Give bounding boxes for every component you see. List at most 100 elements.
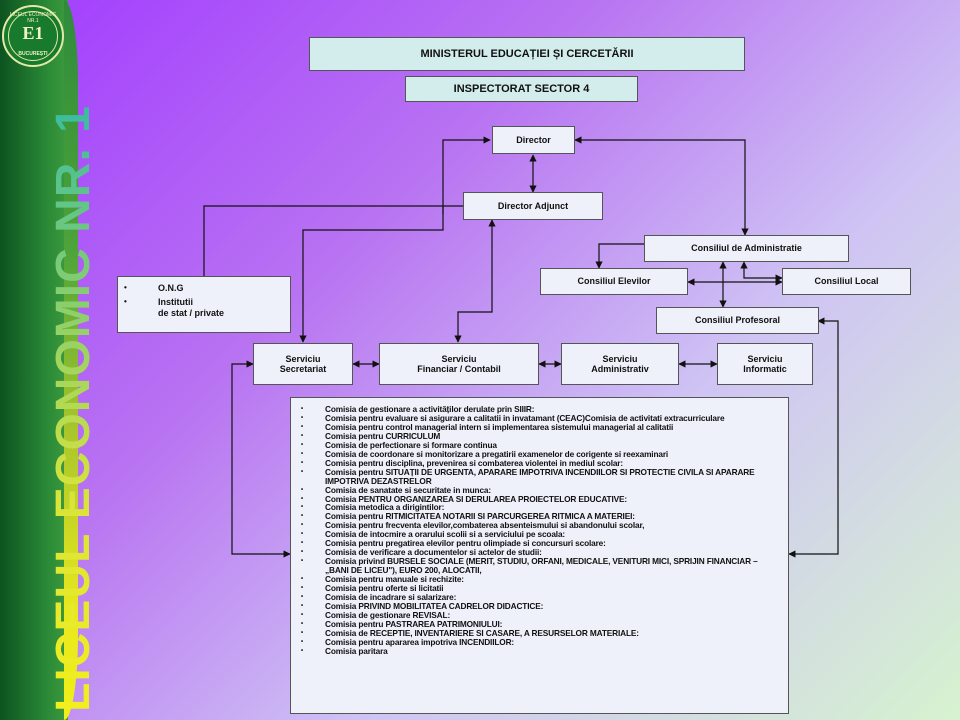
bullet: •: [301, 423, 303, 430]
commission-item: • Comisia pentru apararea impotriva INCEN…: [301, 636, 782, 647]
bullet: •: [301, 504, 303, 511]
commission-item: • Comisia metodica a dirigintilor:: [301, 503, 782, 512]
bullet: •: [301, 638, 303, 645]
commission-text: Comisia pentru evaluare si asigurare a c…: [325, 412, 725, 423]
logo-top-text: LICEUL ECONOMIC NR.1: [9, 12, 57, 24]
commission-item: •Comisia pentru frecventa elevilor,comba…: [301, 521, 782, 530]
bullet: •: [301, 602, 303, 609]
bullet: •: [301, 486, 303, 493]
commission-text: Comisia de gestionare REVISAL:: [325, 609, 451, 620]
commission-text: Comisia de sanatate si securitate in mun…: [325, 484, 492, 495]
commission-text: Comisia de intocmire a orarului scolii s…: [325, 529, 566, 540]
line-secretariat-commissions: [231, 360, 291, 558]
bullet: •: [301, 620, 303, 627]
commission-text: Comisia pentru manuale si rechizite:: [325, 574, 464, 585]
line-admin-student: [595, 243, 644, 269]
commission-item: • Comisia de perfectionare si formare con…: [301, 439, 782, 450]
teachers-council-box: Consiliul Profesoral: [656, 307, 819, 334]
commission-text: Comisia de perfectionare si formare cont…: [325, 439, 497, 450]
commissions-box: • Comisia de gestionare a activităților d…: [290, 397, 789, 714]
commission-text: Comisia PENTRU ORGANIZAREA SI DERULAREA …: [325, 493, 628, 504]
commission-text: Comisia pentru disciplina, prevenirea si…: [325, 457, 623, 468]
bullet: •: [301, 558, 303, 565]
bullet: •: [301, 495, 303, 502]
bullet: •: [301, 594, 303, 601]
commission-item: • Comisia pentru RITMICITATEA NOTARII SI …: [301, 512, 782, 521]
deputy-director-box: Director Adjunct: [463, 192, 603, 220]
line-director-admin-council: [574, 136, 749, 236]
commission-item: • Comisia de intocmire a orarului scolii …: [301, 530, 782, 539]
service-financial-box: Serviciu Financiar / Contabil: [379, 343, 539, 385]
commission-text: Comisia pentru frecventa elevilor,combat…: [325, 520, 645, 531]
commission-item: • Comisia pentru manuale si rechizite:: [301, 575, 782, 584]
bullet: •: [124, 283, 127, 292]
commission-item: • Comisia de sanatate si securitate in mu…: [301, 484, 782, 495]
commission-item: • Comisia pentru control managerial inter…: [301, 421, 782, 432]
external-item: • O.N.G: [124, 283, 290, 293]
commission-item: • Comisia PENTRU ORGANIZAREA SI DERULAREA…: [301, 493, 782, 504]
bullet: •: [301, 585, 303, 592]
commission-item: •Comisia de verificare a documentelor si…: [301, 548, 782, 557]
service-administrative-box: Serviciu Administrativ: [561, 343, 679, 385]
bullet: •: [301, 459, 303, 466]
commission-text: Comisia privind BURSELE SOCIALE (MERIT, …: [325, 556, 758, 576]
commission-text: Comisia pentru control managerial intern…: [325, 421, 674, 432]
external-item-text: O.N.G: [158, 283, 184, 293]
logo-bottom-text: BUCUREȘTI: [18, 51, 48, 57]
bullet: •: [301, 432, 303, 439]
bullet: •: [301, 406, 303, 412]
commission-item: • Comisia pentru oferte si licitatii: [301, 584, 782, 593]
director-box: Director: [492, 126, 575, 154]
commission-item: • Comisia paritara: [301, 645, 782, 656]
bullet: •: [124, 297, 127, 307]
ministry-box: MINISTERUL EDUCAȚIEI ȘI CERCETĂRII: [309, 37, 745, 71]
commission-item: •Comisia pentru evaluare si asigurare a …: [301, 412, 782, 423]
commission-text: Comisia pentru pregatirea elevilor pentr…: [325, 538, 606, 549]
school-logo: LICEUL ECONOMIC NR.1 E1 BUCUREȘTI: [2, 5, 64, 67]
external-item-text: Institutii de stat / private: [158, 297, 225, 318]
commission-item: •Comisia pentru SITUAȚII DE URGENTA, APA…: [301, 467, 782, 486]
commission-text: Comisia pentru apararea impotriva INCEND…: [325, 636, 515, 647]
commission-text: Comisia PRIVIND MOBILITATEA CADRELOR DID…: [325, 600, 544, 611]
commission-text: Comisia de RECEPTIE, INVENTARIERE SI CAS…: [325, 627, 639, 638]
bullet: •: [301, 468, 303, 475]
commission-text: Comisia pentru CURRICULUM: [325, 430, 441, 441]
commission-item: • Comisia de incadrare si salarizare:: [301, 593, 782, 602]
logo-mark: E1: [22, 23, 44, 43]
external-item: • Institutii de stat / private: [124, 297, 290, 318]
commission-text: Comisia pentru RITMICITATEA NOTARII SI P…: [325, 511, 635, 522]
line-director-secretariat: [299, 136, 491, 343]
commission-text: Comisia de gestionare a activităților de…: [325, 404, 535, 414]
bullet: •: [301, 549, 303, 556]
bullet: •: [301, 441, 303, 448]
service-informatic-box: Serviciu Informatic: [717, 343, 813, 385]
sidebar-band: LICEUL ECONOMIC NR.1 E1 BUCUREȘTI: [0, 0, 78, 720]
bullet: •: [301, 576, 303, 583]
commission-item: • Comisia PRIVIND MOBILITATEA CADRELOR DI…: [301, 602, 782, 611]
bullet: •: [301, 531, 303, 538]
bullet: •: [301, 513, 303, 520]
bullet: •: [301, 611, 303, 618]
logo-ring: [8, 11, 58, 61]
commission-item: • Comisia pentru disciplina, prevenirea s…: [301, 457, 782, 468]
student-council-box: Consiliul Elevilor: [540, 268, 688, 295]
commission-item: •Comisia de coordonare si monitorizare a…: [301, 449, 782, 459]
local-council-box: Consiliul Local: [782, 268, 911, 295]
commission-item: • Comisia privind BURSELE SOCIALE (MERIT,…: [301, 557, 782, 575]
bullet: •: [301, 629, 303, 636]
commission-item: • Comisia de gestionare REVISAL:: [301, 609, 782, 620]
commissions-list: • Comisia de gestionare a activităților d…: [301, 405, 782, 656]
commission-text: Comisia pentru oferte si licitatii: [325, 583, 444, 594]
commission-item: • Comisia pentru CURRICULUM: [301, 430, 782, 441]
bullet: •: [301, 540, 303, 547]
commission-text: Comisia metodica a dirigintilor:: [325, 502, 445, 513]
bullet: •: [301, 450, 303, 457]
admin-council-box: Consiliul de Administratie: [644, 235, 849, 262]
commission-text: Comisia paritara: [325, 645, 388, 656]
commission-text: Comisia de incadrare si salarizare:: [325, 592, 457, 603]
external-partners-box: • O.N.G • Institutii de stat / private: [117, 276, 291, 333]
bullet: •: [301, 647, 303, 654]
commission-text: Comisia pentru PASTRAREA PATRIMONIULUI:: [325, 618, 503, 629]
